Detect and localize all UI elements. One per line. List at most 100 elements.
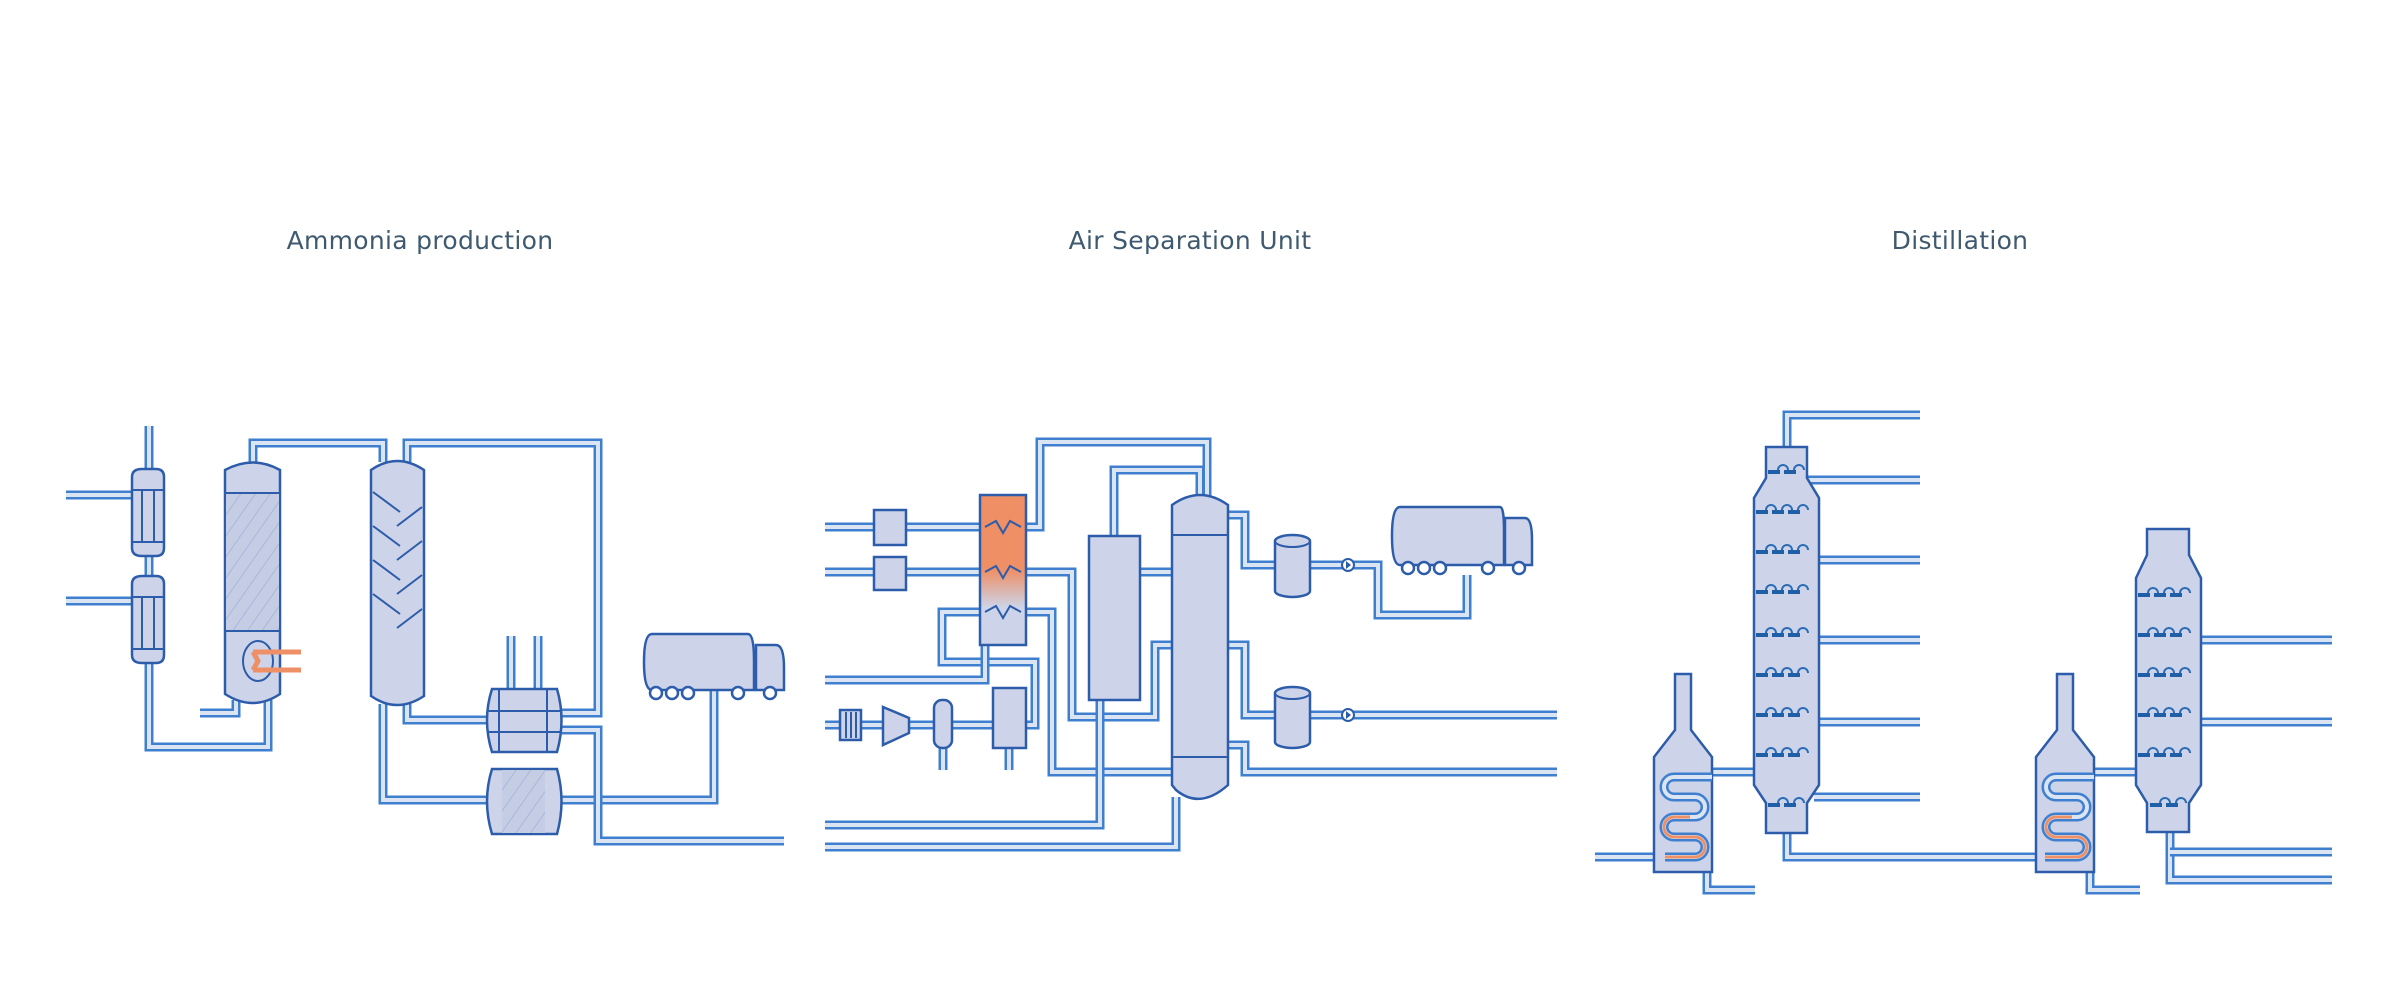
bubble-cap-icon [1797,747,1809,754]
pipe [562,690,719,805]
pipe-inner [825,570,1172,719]
tray-plate [1756,510,1768,514]
air-filter-box-1 [872,508,908,547]
bubble-cap-icon [1777,797,1789,804]
bubble-cap-icon [2147,707,2159,714]
separator-vessel [932,698,954,750]
tray-plate [2138,753,2150,757]
bubble-cap-icon [1781,584,1793,591]
asu-diagram [825,437,1557,852]
filter-vessel-2 [130,574,166,665]
tray-plate [1772,713,1784,717]
bubble-cap-icon [1777,464,1789,471]
pipe-inner [2088,872,2140,892]
pump-icon-1 [1341,558,1355,572]
bubble-cap-icon [2163,667,2175,674]
bubble-cap-icon [1781,667,1793,674]
pipe-inner [1026,610,1172,774]
tray-plate [1756,713,1768,717]
pipe-inner [825,645,987,682]
bubble-cap-icon [2179,747,2191,754]
pipe [402,438,603,718]
bubble-cap-icon [2163,707,2175,714]
pipe-inner [200,700,238,715]
bubble-cap-icon [2163,747,2175,754]
truck-wheels [1400,560,1527,576]
pipe [1782,833,2045,862]
tray-plate [1756,673,1768,677]
purifier-box [991,686,1028,750]
filter-vessel-1 [130,467,166,558]
pipe-inner [1228,743,1557,774]
section-title-ammonia: Ammonia production [286,226,554,255]
tanker-truck-1 [642,632,786,701]
pipe [2085,872,2140,895]
bubble-cap-icon [1793,464,1805,471]
bubble-cap-icon [1797,584,1809,591]
bubble-cap-icon [2159,797,2171,804]
tray-plate [1788,753,1800,757]
subcooler [1087,534,1142,702]
tray-plate [2154,633,2166,637]
tray-plate [1784,470,1796,474]
tray-plate [1756,550,1768,554]
bubble-cap-icon [1797,707,1809,714]
pipe-inner [1785,833,2045,859]
bubble-cap-icon [2147,747,2159,754]
distillation-pipes [1595,410,2332,895]
pipe-inner [381,704,487,802]
pipe-inner [562,728,784,843]
bubble-cap-icon [2179,587,2191,594]
pipe [1228,740,1557,777]
reboiler-1 [1652,672,1714,874]
pipe-inner [825,440,1209,529]
pipe-inner [405,704,487,722]
pipe-inner [825,797,1178,849]
tray-plate [1756,633,1768,637]
pipe [1228,510,1275,570]
bubble-cap-icon [2147,667,2159,674]
tray-plate [1772,753,1784,757]
tray-plate [2150,803,2162,807]
pipe-inner [1705,872,1755,892]
section-title-asu: Air Separation Unit [1068,226,1312,255]
pipe-inner [1310,563,1469,617]
bubble-cap-icon [2179,627,2191,634]
ammonia-reactor [223,461,301,705]
pipe-inner [1785,413,1920,447]
tray-plate [1788,590,1800,594]
tray-plate [2138,713,2150,717]
pipe-inner [562,690,716,802]
tray-plate [2170,673,2182,677]
bubble-cap-icon [1781,544,1793,551]
distillation-column-asu [1170,493,1230,800]
tray-plate [2154,713,2166,717]
bubble-cap-icon [2163,587,2175,594]
bubble-cap-icon [1765,504,1777,511]
ammonia-pipes [66,426,784,846]
distillation-column-1 [1752,445,1821,835]
pipe [825,700,1105,830]
pipe-inner [1112,468,1202,536]
pipe-inner [251,441,385,462]
tray-plate [1784,803,1796,807]
tray-plate [1756,590,1768,594]
tray-plate [1772,550,1784,554]
absorber-column [369,459,426,707]
truck-wheels [648,685,778,701]
ammonia-diagram [66,426,786,846]
bubble-cap-icon [1793,797,1805,804]
tray-plate [2138,673,2150,677]
pipe-inner [1228,643,1275,717]
storage-tank-1 [1273,533,1312,599]
tray-plate [2166,803,2178,807]
bubble-cap-icon [2179,707,2191,714]
tanker-truck-2 [1390,505,1534,576]
tray-plate [2154,753,2166,757]
tray-plate [1772,633,1784,637]
reboiler-2 [2034,672,2096,874]
tray-plate [1788,673,1800,677]
tray-plate [1772,510,1784,514]
tray-plate [1756,753,1768,757]
